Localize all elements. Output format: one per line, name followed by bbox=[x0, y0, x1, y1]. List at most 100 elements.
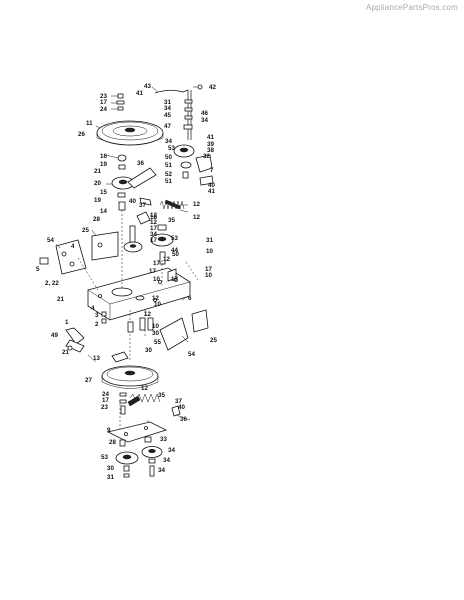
part-number-label: 4 bbox=[91, 305, 95, 312]
part-number-label: 21 bbox=[62, 349, 69, 356]
part-number-label: 53 bbox=[168, 145, 175, 152]
right-cover-plate bbox=[159, 309, 209, 351]
part-number-label: 51 bbox=[165, 162, 172, 169]
part-number-label: 34 bbox=[163, 457, 170, 464]
part-number-label: 31 bbox=[164, 99, 171, 106]
part-number-label: 52 bbox=[165, 171, 172, 178]
part-number-label: 17 bbox=[171, 276, 178, 283]
part-number-label: 36 bbox=[137, 160, 144, 167]
part-number-label: 15 bbox=[100, 189, 107, 196]
part-number-label: 9 bbox=[107, 427, 111, 434]
part-number-label: 2, 22 bbox=[45, 280, 59, 287]
part-number-label: 17 bbox=[150, 225, 157, 232]
part-number-label: 54 bbox=[47, 237, 54, 244]
part-number-label: 55 bbox=[154, 339, 161, 346]
part-number-label: 28 bbox=[109, 439, 116, 446]
lower-clutch-pulley bbox=[115, 439, 139, 478]
part-number-label: 12 bbox=[150, 219, 157, 226]
part-number-label: 24 bbox=[100, 106, 107, 113]
part-number-label: 53 bbox=[101, 454, 108, 461]
spring-35-upper bbox=[159, 199, 185, 210]
part-number-label: 40 bbox=[178, 404, 185, 411]
part-number-label: 17 bbox=[149, 268, 156, 275]
part-number-label: 31 bbox=[107, 474, 114, 481]
source-watermark: AppliancePartsPros.com bbox=[366, 3, 458, 12]
part-number-label: 36 bbox=[180, 416, 187, 423]
part-number-label: 50 bbox=[165, 154, 172, 161]
clutch-rod bbox=[154, 84, 203, 140]
part-number-label: 20 bbox=[94, 180, 101, 187]
part-number-label: 35 bbox=[158, 392, 165, 399]
left-bracket bbox=[39, 239, 87, 275]
lever-assembly bbox=[65, 327, 85, 353]
idler-arm bbox=[127, 167, 157, 206]
part-number-label: 31 bbox=[206, 237, 213, 244]
part-number-label: 34 bbox=[165, 138, 172, 145]
part-number-label: 12 bbox=[193, 201, 200, 208]
part-number-label: 28 bbox=[93, 216, 100, 223]
part-number-label: 6 bbox=[188, 295, 192, 302]
part-number-label: 49 bbox=[51, 332, 58, 339]
part-number-label: 10 bbox=[205, 272, 212, 279]
part-number-label: 17 bbox=[153, 260, 160, 267]
part-number-label: 11 bbox=[86, 120, 93, 127]
part-number-label: 43 bbox=[144, 83, 151, 90]
part-number-label: 10 bbox=[206, 248, 213, 255]
part-number-label: 23 bbox=[100, 93, 107, 100]
part-number-label: 12 bbox=[150, 212, 157, 219]
part-number-label: 42 bbox=[209, 84, 216, 91]
part-number-label: 14 bbox=[100, 208, 107, 215]
part-number-label: 19 bbox=[94, 197, 101, 204]
part-number-label: 41 bbox=[207, 134, 214, 141]
part-number-label: 40 bbox=[129, 198, 136, 205]
part-number-label: 30 bbox=[107, 465, 114, 472]
lower-shaft-stack bbox=[119, 392, 127, 415]
part-number-label: 38 bbox=[207, 147, 214, 154]
part-number-label: 50 bbox=[172, 251, 179, 258]
upper-shaft-stack bbox=[116, 93, 125, 111]
part-number-label: 41 bbox=[208, 188, 215, 195]
part-number-label: 16 bbox=[100, 153, 107, 160]
part-number-label: 12 bbox=[193, 214, 200, 221]
part-number-label: 12 bbox=[152, 295, 159, 302]
part-number-label: 41 bbox=[136, 90, 143, 97]
leader-lines bbox=[55, 86, 198, 363]
part-number-label: 10 bbox=[153, 276, 160, 283]
part-number-label: 19 bbox=[100, 161, 107, 168]
lower-drive-pulley bbox=[101, 351, 159, 389]
bracket-25 bbox=[91, 231, 119, 261]
part-number-label: 4 bbox=[71, 243, 75, 250]
part-number-label: 2 bbox=[95, 321, 99, 328]
clutch-pulley-upper bbox=[173, 144, 214, 186]
part-number-label: 53 bbox=[171, 235, 178, 242]
spring-35-lower bbox=[127, 393, 191, 421]
part-number-label: 34 bbox=[158, 467, 165, 474]
part-number-label: 7 bbox=[210, 167, 214, 174]
part-number-label: 54 bbox=[188, 351, 195, 358]
part-number-label: 30 bbox=[152, 330, 159, 337]
part-number-label: 24 bbox=[102, 391, 109, 398]
part-number-label: 39 bbox=[207, 141, 214, 148]
part-number-label: 17 bbox=[205, 266, 212, 273]
part-number-label: 10 bbox=[152, 323, 159, 330]
clutch-pulley-middle bbox=[150, 224, 174, 265]
part-number-label: 37 bbox=[175, 398, 182, 405]
part-number-label: 35 bbox=[168, 217, 175, 224]
part-number-label: 21 bbox=[94, 168, 101, 175]
part-number-label: 32 bbox=[203, 153, 210, 160]
part-number-label: 17 bbox=[102, 397, 109, 404]
part-number-label: 34 bbox=[150, 231, 157, 238]
plate-spacers bbox=[101, 311, 154, 333]
part-number-label: 17 bbox=[100, 99, 107, 106]
part-number-label: 33 bbox=[160, 436, 167, 443]
part-number-label: 45 bbox=[164, 112, 171, 119]
part-number-label: 10 bbox=[154, 301, 161, 308]
part-number-label: 3 bbox=[95, 312, 99, 319]
part-number-label: 1 bbox=[65, 319, 69, 326]
part-number-label: 27 bbox=[85, 377, 92, 384]
part-number-label: 34 bbox=[164, 105, 171, 112]
part-number-label: 47 bbox=[164, 123, 171, 130]
part-number-label: 13 bbox=[93, 355, 100, 362]
